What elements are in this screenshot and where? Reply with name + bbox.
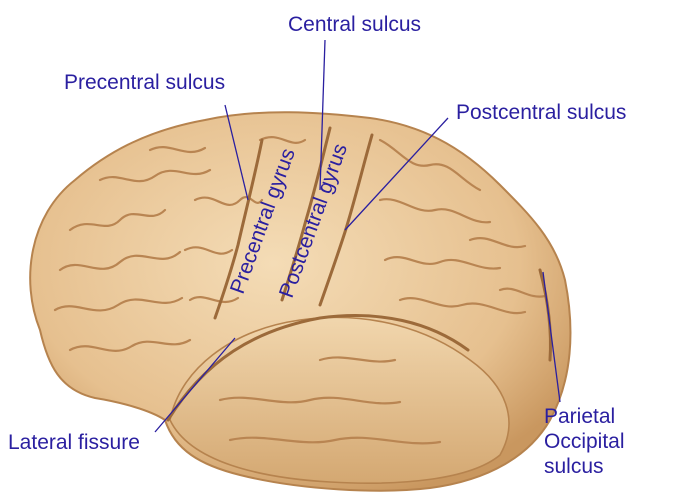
parietal-occipital-line-3: sulcus xyxy=(544,455,604,479)
leader-precentral-sulcus xyxy=(224,104,249,201)
lateral-fissure-label: Lateral fissure xyxy=(8,431,140,454)
precentral-sulcus-label: Precentral sulcus xyxy=(64,71,226,94)
gyri-pattern xyxy=(53,136,547,445)
leader-central-sulcus xyxy=(319,39,326,191)
leader-lateral-fissure xyxy=(154,337,236,433)
parietal-occipital-sulcus-label: Parietal Occipital sulcus xyxy=(544,404,625,480)
parietal-occipital-line-1: Parietal xyxy=(544,405,616,428)
central-sulcus-label: Central sulcus xyxy=(288,13,422,36)
postcentral-sulcus-label: Postcentral sulcus xyxy=(456,101,627,124)
temporal-lobe xyxy=(169,316,510,484)
leader-lines xyxy=(154,39,561,433)
leader-parietal-occipital xyxy=(542,271,561,403)
parietal-occipital-line-2: Occipital xyxy=(544,430,625,454)
leader-postcentral-sulcus xyxy=(344,117,449,231)
